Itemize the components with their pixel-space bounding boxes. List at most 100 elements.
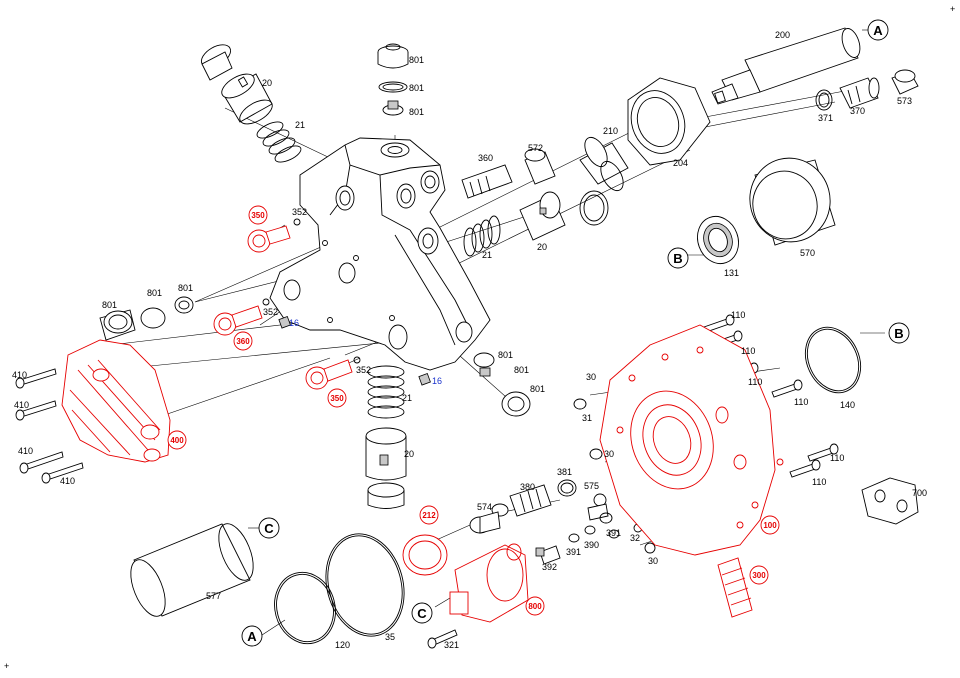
ring-371 bbox=[815, 89, 833, 111]
badge-400: 400 bbox=[167, 430, 187, 450]
label-131: 131 bbox=[724, 268, 739, 278]
label-391-a: 391 bbox=[566, 547, 581, 557]
svg-text:360: 360 bbox=[236, 337, 250, 346]
label-360: 360 bbox=[478, 153, 493, 163]
svg-text:A: A bbox=[873, 23, 883, 38]
tappet-20-lower bbox=[365, 427, 407, 509]
svg-text:B: B bbox=[673, 251, 682, 266]
bracket-700 bbox=[861, 477, 919, 525]
spring-21-top bbox=[256, 121, 302, 163]
ref-c-lower: C bbox=[411, 602, 433, 624]
sleeve-210 bbox=[579, 136, 629, 192]
valve-360 bbox=[461, 164, 513, 199]
label-321: 321 bbox=[444, 640, 459, 650]
badge-360: 360 bbox=[233, 331, 253, 351]
svg-text:350: 350 bbox=[330, 394, 344, 403]
svg-text:B: B bbox=[894, 326, 903, 341]
label-801-left-b: 801 bbox=[147, 288, 162, 298]
badge-800: 800 bbox=[525, 596, 545, 616]
label-110-c: 110 bbox=[748, 377, 762, 387]
plug-801-top bbox=[377, 43, 409, 116]
label-572: 572 bbox=[528, 143, 543, 153]
part-labels: 20 21 801 801 801 200 371 370 573 572 21… bbox=[12, 30, 927, 650]
svg-text:350: 350 bbox=[251, 211, 265, 220]
plug-801-left bbox=[99, 296, 194, 341]
label-801-left-a: 801 bbox=[102, 300, 117, 310]
label-573: 573 bbox=[897, 96, 912, 106]
label-35: 35 bbox=[385, 632, 395, 642]
label-110-d: 110 bbox=[794, 397, 808, 407]
label-801-top-c: 801 bbox=[409, 107, 424, 117]
screw-16-b bbox=[418, 373, 431, 386]
svg-text:C: C bbox=[264, 521, 274, 536]
label-21-top: 21 bbox=[295, 120, 305, 130]
bush-572 bbox=[524, 148, 556, 185]
label-30-c: 30 bbox=[648, 556, 658, 566]
label-20-lower: 20 bbox=[404, 449, 414, 459]
label-410-d: 410 bbox=[60, 476, 75, 486]
label-110-a: 110 bbox=[731, 310, 745, 320]
label-30-a: 30 bbox=[586, 372, 596, 382]
badge-350-b: 350 bbox=[327, 388, 347, 408]
label-370: 370 bbox=[850, 106, 865, 116]
label-801-right-c: 801 bbox=[530, 384, 545, 394]
label-352-c: 352 bbox=[356, 365, 371, 375]
label-390: 390 bbox=[584, 540, 599, 550]
bolts-410 bbox=[15, 368, 84, 484]
corner-mark-top-right: + bbox=[950, 4, 955, 14]
label-577: 577 bbox=[206, 591, 221, 601]
sensor-300 bbox=[717, 557, 753, 618]
svg-text:800: 800 bbox=[528, 602, 542, 611]
ref-c-right: C bbox=[258, 517, 280, 539]
label-392: 392 bbox=[542, 562, 557, 572]
label-801-top-a: 801 bbox=[409, 55, 424, 65]
label-32: 32 bbox=[630, 533, 640, 543]
label-21-lower: 21 bbox=[402, 393, 412, 403]
parts-390-391-392 bbox=[535, 525, 620, 565]
label-20-center: 20 bbox=[537, 242, 547, 252]
label-204: 204 bbox=[673, 158, 688, 168]
plug-801-right bbox=[473, 352, 531, 417]
label-570: 570 bbox=[800, 248, 815, 258]
ring-381 bbox=[557, 479, 577, 497]
pin-352-set bbox=[262, 218, 361, 364]
screw-16-a bbox=[278, 316, 291, 329]
fitting-380 bbox=[491, 484, 552, 517]
label-381: 381 bbox=[557, 467, 572, 477]
badge-350-a: 350 bbox=[248, 205, 268, 225]
bushing-570 bbox=[749, 157, 836, 246]
label-410-c: 410 bbox=[18, 446, 33, 456]
label-801-right-a: 801 bbox=[498, 350, 513, 360]
corner-mark-bottom-left: + bbox=[4, 661, 9, 671]
label-110-e: 110 bbox=[830, 453, 844, 463]
cap-574 bbox=[469, 511, 501, 534]
label-352-a: 352 bbox=[292, 207, 307, 217]
oring-140 bbox=[804, 326, 862, 394]
valve-350-b bbox=[305, 359, 353, 390]
label-371: 371 bbox=[818, 113, 833, 123]
ref-b-left: B bbox=[667, 247, 689, 269]
label-200: 200 bbox=[775, 30, 790, 40]
label-352-b: 352 bbox=[263, 307, 278, 317]
label-110-f: 110 bbox=[812, 477, 826, 487]
label-110-b: 110 bbox=[741, 346, 755, 356]
svg-text:300: 300 bbox=[752, 571, 766, 580]
ref-a-bottom: A bbox=[241, 625, 263, 647]
spring-21-center bbox=[463, 215, 501, 257]
metering-unit-800 bbox=[449, 543, 529, 623]
label-391-b: 391 bbox=[606, 528, 621, 538]
label-30-b: 30 bbox=[604, 449, 614, 459]
label-574: 574 bbox=[477, 502, 492, 512]
label-801-left-c: 801 bbox=[178, 283, 193, 293]
svg-text:A: A bbox=[247, 629, 257, 644]
oring-120 bbox=[274, 571, 336, 645]
cap-573 bbox=[891, 69, 919, 95]
label-410-b: 410 bbox=[14, 400, 29, 410]
valve-200 bbox=[711, 27, 861, 105]
bolt-321 bbox=[427, 629, 458, 649]
label-801-top-b: 801 bbox=[409, 83, 424, 93]
sensor-575 bbox=[587, 493, 613, 524]
gasket-212 bbox=[402, 534, 448, 576]
valve-350-a bbox=[247, 225, 291, 253]
